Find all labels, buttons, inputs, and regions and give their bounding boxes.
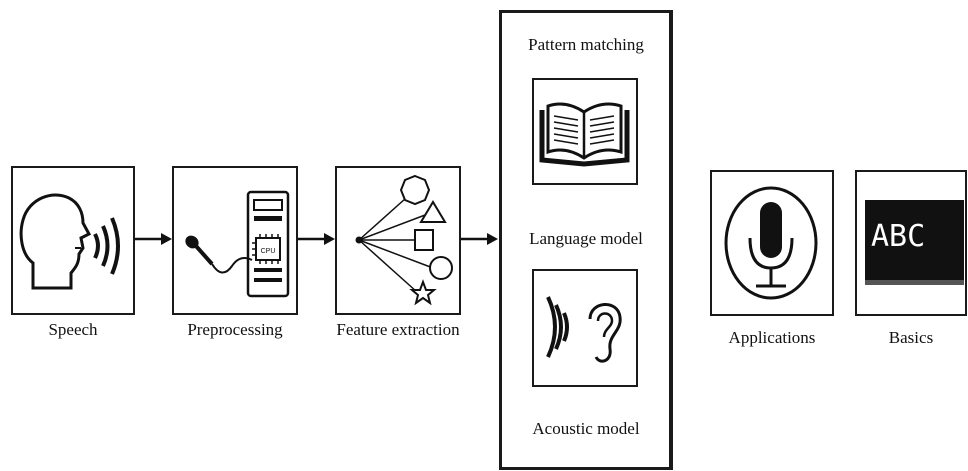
arrow-speech-to-preprocessing (135, 233, 172, 245)
applications-label: Applications (728, 328, 816, 347)
cpu-text: CPU (261, 248, 276, 255)
chalkboard-text: ABC (871, 219, 925, 254)
microphone-icon (724, 186, 818, 300)
speech-box (11, 166, 135, 315)
open-book-icon (539, 102, 630, 167)
chalkboard-icon: ABC (865, 200, 964, 285)
language-model-label: Language model (529, 229, 643, 248)
ear-sound-icon (546, 296, 622, 363)
preprocessing-box: CPU (172, 166, 298, 315)
preprocessing-label: Preprocessing (187, 320, 283, 339)
basics-label: Basics (888, 328, 934, 347)
speaking-head-icon (19, 193, 120, 290)
applications-box (710, 170, 834, 316)
feature-shapes-icon (355, 174, 453, 306)
language-model-box (532, 78, 638, 185)
acoustic-model-box (532, 269, 638, 387)
pattern-matching-title: Pattern matching (528, 35, 644, 54)
arrow-feature-to-pattern (461, 233, 498, 245)
acoustic-model-label: Acoustic model (532, 419, 640, 438)
feature-extraction-label: Feature extraction (336, 320, 460, 339)
arrow-preprocessing-to-feature (298, 233, 335, 245)
basics-box: ABC (855, 170, 967, 316)
speech-label: Speech (48, 320, 98, 339)
pattern-matching-panel: Pattern matching Language model Acoustic… (499, 10, 673, 470)
microphone-cpu-icon: CPU (185, 190, 290, 298)
feature-extraction-box (335, 166, 461, 315)
